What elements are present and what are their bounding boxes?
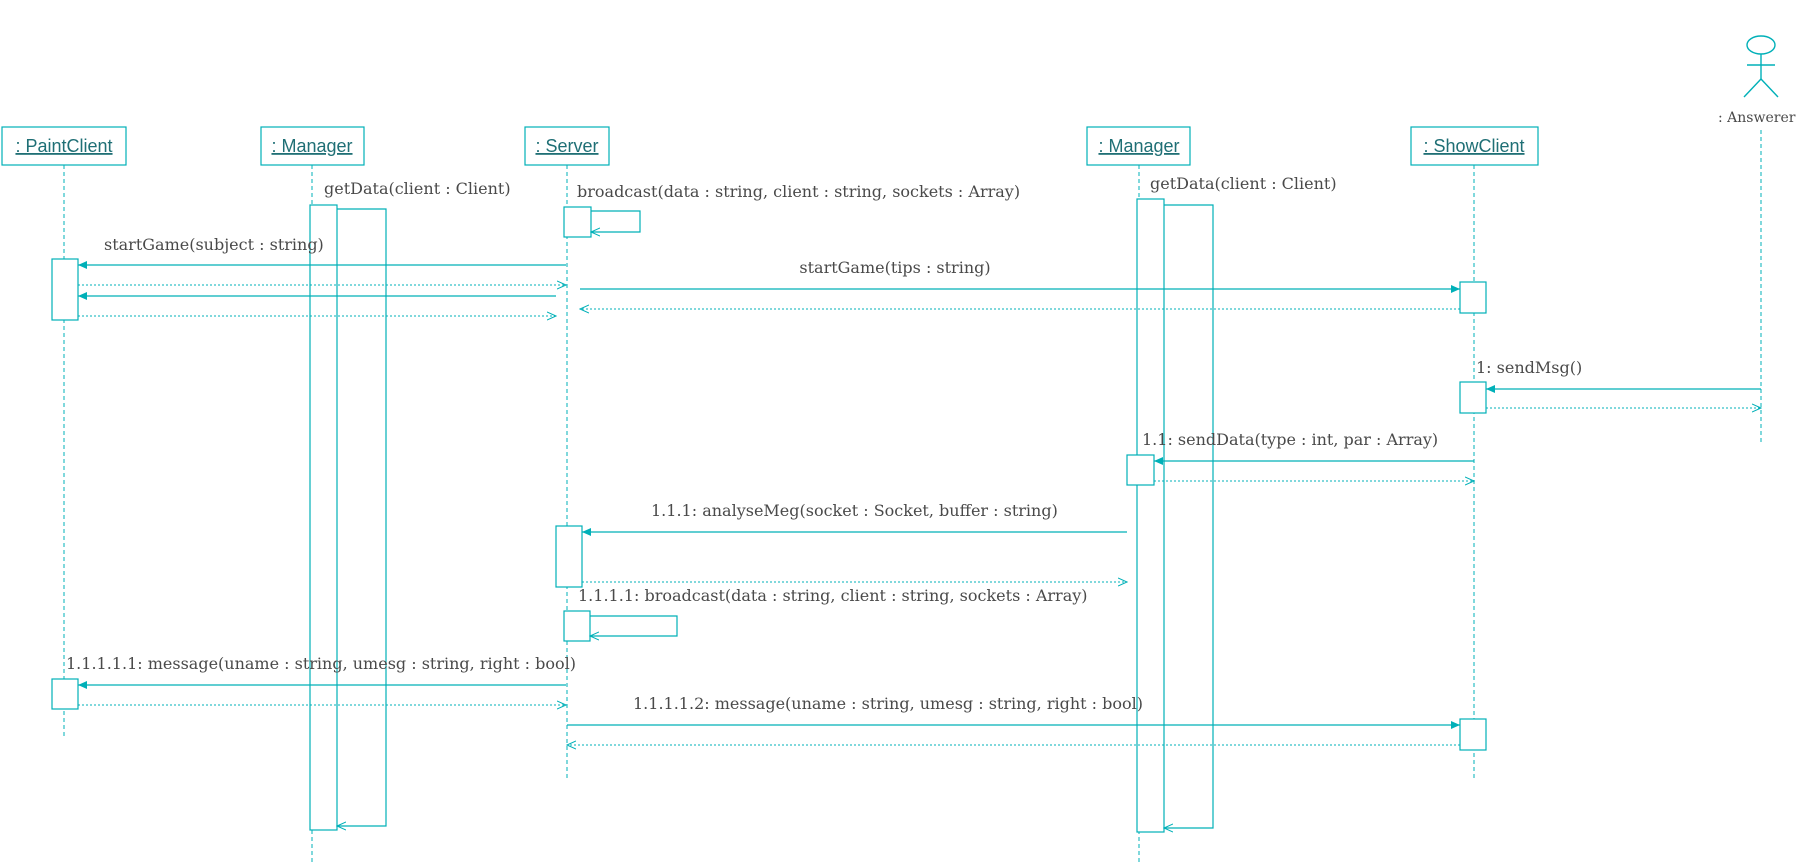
msg-sendmsg-label: 1: sendMsg() <box>1476 358 1582 377</box>
msg-senddata-label: 1.1: sendData(type : int, par : Array) <box>1142 430 1438 449</box>
self-call-broadcast-nested <box>590 615 678 636</box>
lifeline-manager-left-label: : Manager <box>271 136 352 156</box>
lifeline-showclient-header[interactable]: : ShowClient <box>1410 126 1539 166</box>
msg-message-paint-label: 1.1.1.1.1: message(uname : string, umesg… <box>66 654 576 673</box>
actor-stick-figure-icon <box>1743 35 1779 98</box>
lifeline-showclient-label: : ShowClient <box>1423 136 1524 156</box>
msg-startgame-subject-label: startGame(subject : string) <box>104 235 324 254</box>
activation-server-broadcast-nested <box>563 610 591 642</box>
lifeline-server-label: : Server <box>535 136 598 156</box>
msg-broadcast-top-label: broadcast(data : string, client : string… <box>577 182 1020 201</box>
activation-manager-senddata <box>1126 454 1155 486</box>
activation-manager-right <box>1136 198 1165 833</box>
self-call-getdata-left <box>337 208 387 826</box>
actor-answerer-label: : Answerer <box>1718 110 1796 126</box>
activation-paintclient-startgame <box>51 258 79 321</box>
activation-manager-left <box>309 204 338 831</box>
msg-broadcast-nested-label: 1.1.1.1: broadcast(data : string, client… <box>578 586 1088 605</box>
activation-showclient-sendmsg <box>1459 381 1487 414</box>
activation-server-broadcast <box>563 206 592 238</box>
lifeline-manager-right-label: : Manager <box>1098 136 1179 156</box>
activation-paintclient-message <box>51 678 79 710</box>
activation-showclient-message <box>1459 718 1487 751</box>
msg-analysemeg-label: 1.1.1: analyseMeg(socket : Socket, buffe… <box>651 501 1058 520</box>
activation-showclient-startgame <box>1459 281 1487 314</box>
lifeline-paintclient-header[interactable]: : PaintClient <box>1 126 127 166</box>
lifeline-server-header[interactable]: : Server <box>524 126 610 166</box>
self-call-getdata-right <box>1164 204 1214 828</box>
msg-message-show-label: 1.1.1.1.2: message(uname : string, umesg… <box>633 694 1143 713</box>
actor-answerer[interactable]: : Answerer <box>1718 35 1796 126</box>
lifeline-paintclient-label: : PaintClient <box>15 136 112 156</box>
lifeline-manager-right-header[interactable]: : Manager <box>1086 126 1191 166</box>
msg-startgame-tips-label: startGame(tips : string) <box>799 258 990 277</box>
lifeline-manager-left-header[interactable]: : Manager <box>260 126 365 166</box>
msg-getdata-left-label: getData(client : Client) <box>324 179 511 198</box>
activation-server-analysemeg <box>555 525 583 588</box>
msg-getdata-right-label: getData(client : Client) <box>1150 174 1337 193</box>
self-call-broadcast <box>591 210 641 232</box>
